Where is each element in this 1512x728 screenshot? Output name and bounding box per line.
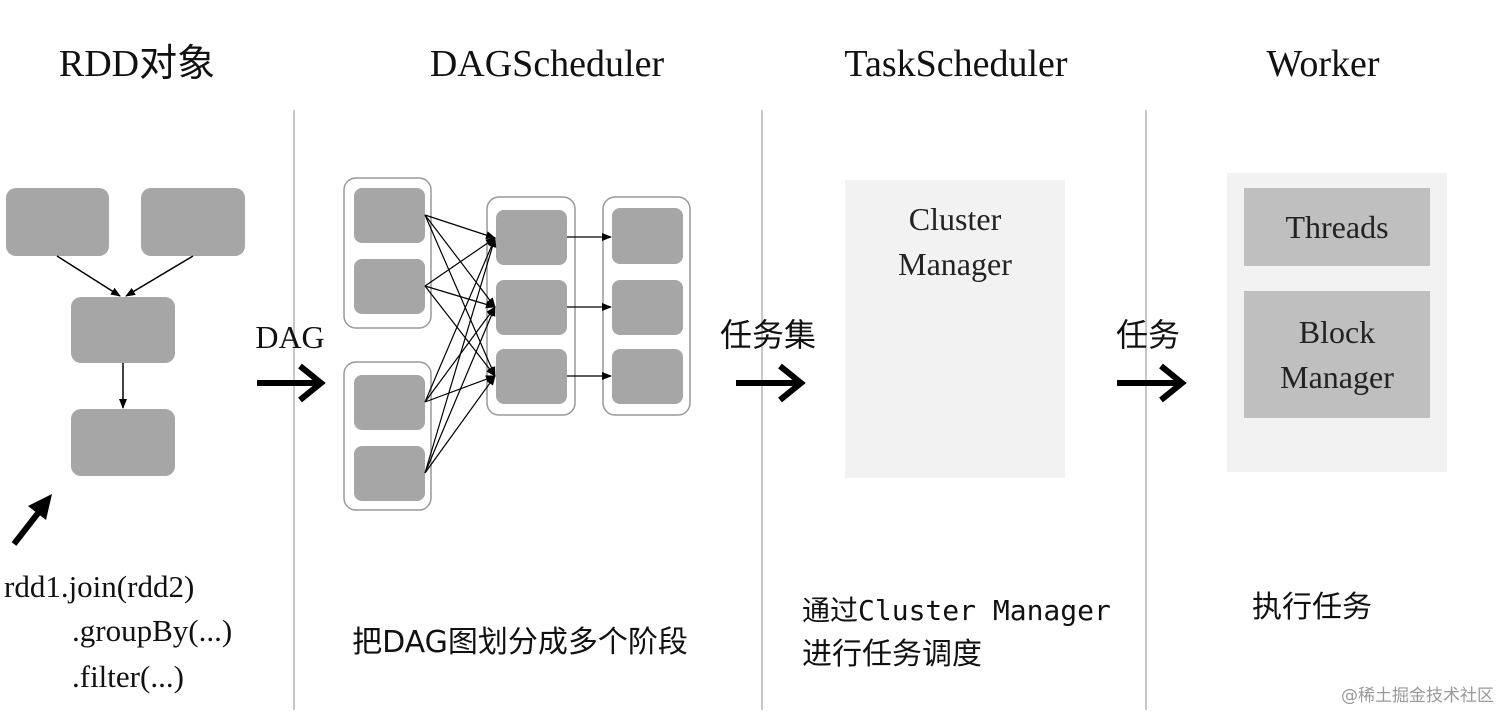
dagscheduler-column-title: DAGScheduler — [430, 43, 665, 85]
dag-caption: 把DAG图划分成多个阶段 — [352, 625, 688, 660]
cluster-manager-label-line1: Cluster — [909, 201, 1002, 237]
task-node — [496, 210, 567, 265]
rdd-column-title: RDD对象 — [59, 43, 215, 85]
code-line-2: .groupBy(...) — [72, 613, 232, 648]
worker-column-title: Worker — [1267, 43, 1380, 85]
task-node — [354, 259, 425, 314]
stage-box — [343, 361, 432, 511]
task-flow-arrow-icon — [1117, 363, 1187, 403]
taskscheduler-column-title: TaskScheduler — [844, 43, 1068, 85]
threads-label: Threads — [1285, 209, 1388, 245]
task-node — [354, 188, 425, 243]
shuffle-edges — [424, 214, 497, 474]
rdd-edge — [56, 255, 121, 297]
threads-box — [1244, 188, 1430, 266]
stage-box — [343, 177, 432, 329]
dag-flow-arrow-icon — [257, 363, 326, 403]
rdd-node — [6, 188, 109, 256]
task-caption-line1: 通过Cluster Manager — [802, 594, 1111, 627]
rdd-edge — [125, 255, 194, 297]
rdd-node — [71, 297, 175, 363]
taskset-flow-arrow-icon — [736, 363, 806, 403]
block-manager-label-line2: Manager — [1280, 359, 1394, 395]
taskset-flow-label: 任务集 — [720, 316, 816, 354]
task-flow-label: 任务 — [1116, 316, 1180, 354]
narrow-edges — [567, 233, 612, 380]
task-node — [354, 375, 425, 430]
task-node — [612, 349, 683, 404]
task-caption-line2: 进行任务调度 — [802, 637, 982, 672]
task-node — [496, 280, 567, 335]
rdd-node — [71, 409, 175, 476]
dag-stages — [343, 177, 691, 511]
code-line-3: .filter(...) — [72, 659, 184, 694]
block-manager-label-line1: Block — [1299, 314, 1375, 350]
code-line-1: rdd1.join(rdd2) — [4, 569, 194, 604]
watermark: @稀土掘金技术社区 — [1341, 686, 1494, 706]
cluster-manager-label-line2: Manager — [898, 246, 1012, 282]
diagonal-arrow-icon — [11, 494, 52, 546]
dag-flow-label: DAG — [255, 319, 324, 355]
task-node — [612, 280, 683, 335]
task-node — [496, 349, 567, 404]
block-manager-box — [1244, 291, 1430, 418]
rdd-graph — [6, 188, 245, 476]
rdd-node — [141, 188, 245, 256]
cluster-manager-panel — [845, 180, 1065, 478]
worker-caption: 执行任务 — [1252, 590, 1372, 625]
task-node — [354, 446, 425, 501]
task-node — [612, 208, 683, 264]
